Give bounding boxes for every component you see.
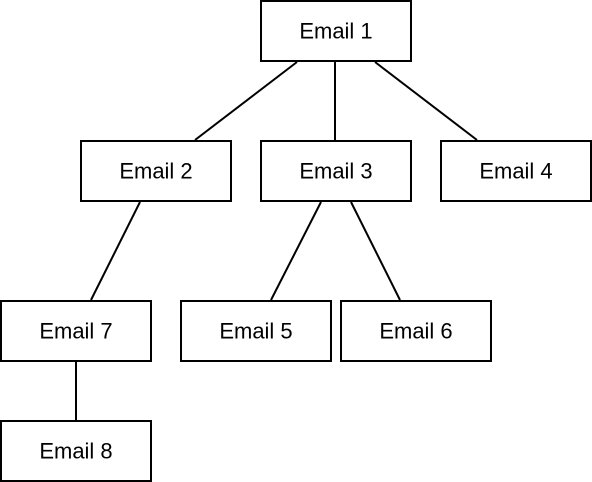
node-email-2: Email 2: [80, 140, 232, 202]
edge-email-3-email-6: [350, 201, 401, 301]
node-label: Email 4: [479, 159, 552, 184]
node-label: Email 7: [39, 319, 112, 344]
edge-email-3-email-5: [270, 201, 322, 301]
node-email-7: Email 7: [0, 300, 152, 362]
node-label: Email 5: [219, 319, 292, 344]
node-box: [180, 300, 332, 362]
node-box: [260, 140, 412, 202]
edge-email-2-email-7: [90, 201, 141, 301]
node-email-4: Email 4: [440, 140, 592, 202]
edge-email-1-email-2: [194, 61, 298, 141]
node-box: [0, 300, 152, 362]
node-email-5: Email 5: [180, 300, 332, 362]
node-email-1: Email 1: [260, 0, 412, 62]
node-box: [340, 300, 492, 362]
node-label: Email 8: [39, 439, 112, 464]
node-label: Email 3: [299, 159, 372, 184]
node-label: Email 1: [299, 19, 372, 44]
node-label: Email 2: [119, 159, 192, 184]
node-label: Email 6: [379, 319, 452, 344]
edge-email-1-email-4: [374, 61, 478, 141]
node-email-6: Email 6: [340, 300, 492, 362]
node-box: [260, 0, 412, 62]
node-email-8: Email 8: [0, 420, 152, 482]
node-email-3: Email 3: [260, 140, 412, 202]
node-box: [0, 420, 152, 482]
node-box: [440, 140, 592, 202]
node-box: [80, 140, 232, 202]
